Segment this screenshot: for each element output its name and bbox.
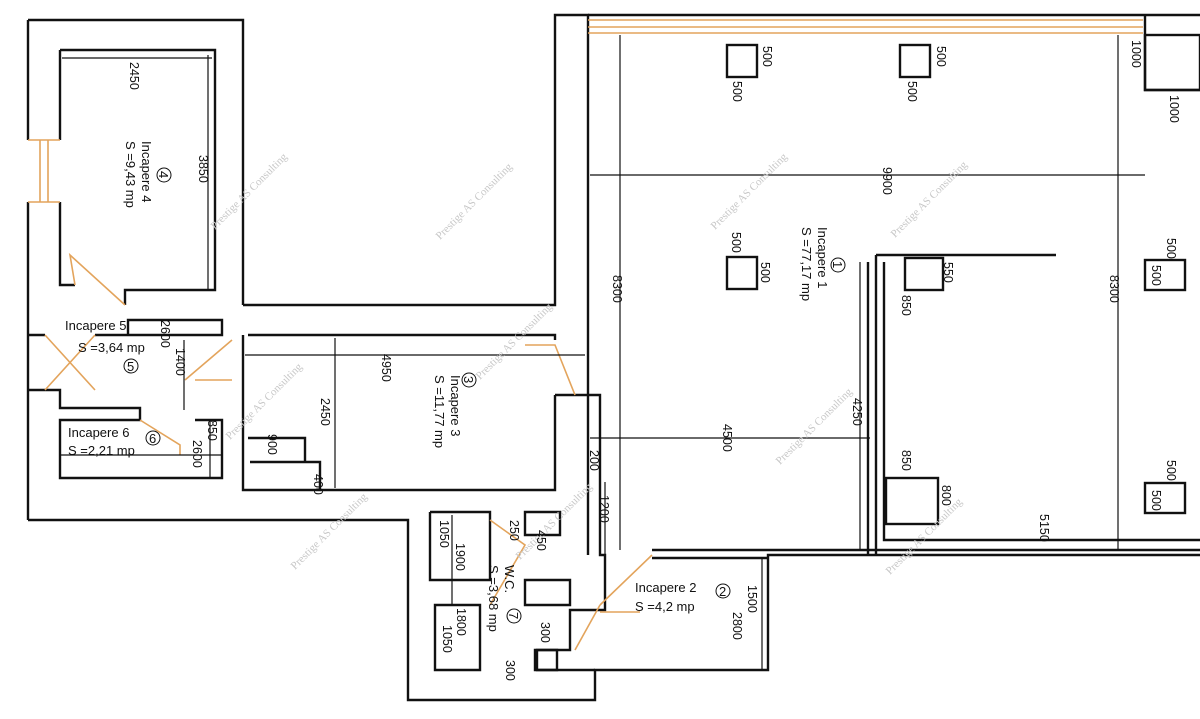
dim-r1-width: 9900 (880, 167, 894, 195)
walls (26, 13, 1200, 702)
dim-col: 850 (899, 450, 913, 471)
watermarks: Prestige AS Consulting Prestige AS Consu… (209, 151, 970, 577)
room-3-label: 3 Incapere 3 S =11,77 mp (432, 372, 477, 448)
dim-wc: 1050 (440, 625, 454, 653)
dim-r1-inner-width: 4500 (720, 424, 734, 452)
dim-r3-height: 2450 (318, 398, 332, 426)
dim-col: 500 (1164, 238, 1178, 259)
watermark: Prestige AS Consulting (709, 151, 790, 232)
dim-col: 500 (758, 262, 772, 283)
room-7-label: W.C. S =3,68 mp 7 (486, 565, 522, 632)
room-area: S =11,77 mp (432, 375, 447, 448)
watermark: Prestige AS Consulting (884, 496, 965, 577)
dim-r4-height: 3850 (196, 155, 210, 183)
room-number: 5 (127, 359, 134, 374)
watermark: Prestige AS Consulting (224, 361, 305, 442)
dim-wc: 300 (503, 660, 517, 681)
dim-r6-b: 2600 (190, 440, 204, 468)
dim-r3-small: 400 (311, 474, 325, 495)
doors (44, 252, 653, 651)
watermark: Prestige AS Consulting (434, 161, 515, 242)
dim-r2: 1500 (745, 585, 759, 613)
room-number: 1 (830, 261, 845, 268)
dim-top: 1000 (1167, 95, 1181, 123)
room-number: 3 (461, 376, 476, 383)
dim-r3-step: 900 (265, 434, 279, 455)
room-area: S =9,43 mp (123, 141, 138, 208)
dim-col: 500 (729, 232, 743, 253)
room-name: Incapere 6 (68, 425, 129, 440)
dim-r1-inner-height: 4250 (850, 398, 864, 426)
dim-col: 500 (1164, 460, 1178, 481)
dim-col: 500 (1149, 490, 1163, 511)
dim-r1-height-left: 8300 (610, 275, 624, 303)
dim-r1-bottom: 5150 (1037, 514, 1051, 542)
room-2-label: Incapere 2 2 S =4,2 mp (635, 580, 731, 614)
dim-col: 800 (939, 485, 953, 506)
dim-r4-width: 2450 (127, 62, 141, 90)
dim-wc: 450 (534, 530, 548, 551)
watermark: Prestige AS Consulting (289, 491, 370, 572)
room-4-label: 4 Incapere 4 S =9,43 mp (123, 141, 172, 208)
dim-r5-b: 1400 (173, 348, 187, 376)
dimension-texts: 2450 3850 2600 1400 850 2600 4950 2450 9… (127, 40, 1181, 681)
room-number: 4 (156, 171, 171, 178)
room-area: S =77,17 mp (799, 227, 814, 301)
room-name: W.C. (502, 565, 517, 593)
dim-r1-height-right: 8300 (1107, 275, 1121, 303)
dim-wc: 300 (538, 622, 552, 643)
dim-col: 500 (730, 81, 744, 102)
room-6-label: Incapere 6 6 S =2,21 mp (68, 425, 161, 458)
room-area: S =3,64 mp (78, 340, 145, 355)
dim-top: 1000 (1129, 40, 1143, 68)
room-number: 2 (719, 584, 726, 599)
room-name: Incapere 2 (635, 580, 696, 595)
dim-r2: 2800 (730, 612, 744, 640)
watermark: Prestige AS Consulting (774, 386, 855, 467)
room-area: S =3,68 mp (486, 565, 501, 632)
watermark: Prestige AS Consulting (474, 301, 555, 382)
dim-r5-a: 2600 (158, 320, 172, 348)
room-name: Incapere 1 (815, 227, 830, 288)
dim-col: 500 (905, 81, 919, 102)
room-name: Incapere 4 (139, 141, 154, 202)
watermark: Prestige AS Consulting (889, 159, 970, 240)
room-name: Incapere 3 (448, 375, 463, 436)
dim-wc: 1900 (453, 543, 467, 571)
dim-corridor: 200 (587, 450, 601, 471)
dim-col: 550 (941, 262, 955, 283)
dim-col: 500 (1149, 265, 1163, 286)
dimension-lines (60, 35, 1200, 670)
room-1-label: 1 Incapere 1 S =77,17 mp (799, 227, 846, 301)
room-5-label: Incapere 5 S =3,64 mp 5 (65, 318, 145, 374)
dim-wc: 1050 (437, 520, 451, 548)
room-name: Incapere 5 (65, 318, 126, 333)
dim-r3-width: 4950 (379, 354, 393, 382)
dim-r6-a: 850 (205, 420, 219, 441)
room-area: S =4,2 mp (635, 599, 695, 614)
room-number: 7 (506, 612, 521, 619)
dim-wc: 250 (507, 520, 521, 541)
room-area: S =2,21 mp (68, 443, 135, 458)
dim-wc: 1800 (454, 608, 468, 636)
dim-corridor: 1200 (597, 495, 611, 523)
dim-col: 500 (934, 46, 948, 67)
dim-col: 500 (760, 46, 774, 67)
room-number: 6 (149, 431, 156, 446)
watermark: Prestige AS Consulting (209, 151, 290, 232)
dim-col: 850 (899, 295, 913, 316)
